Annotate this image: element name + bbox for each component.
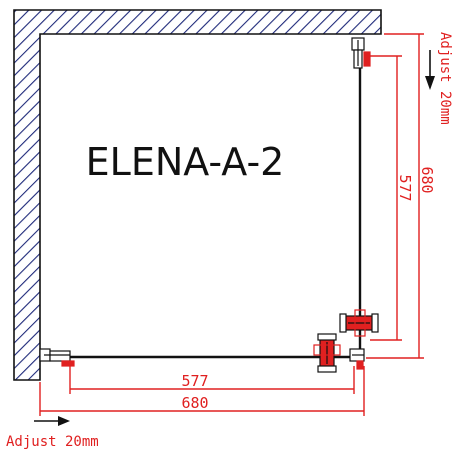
bottom-adjust-label: Adjust 20mm: [6, 434, 99, 450]
corner-connector-icon: [349, 348, 365, 370]
side-hinge-icon: [339, 309, 379, 337]
left-wall-bracket-icon: [39, 348, 75, 367]
adjust-arrows: [34, 50, 435, 426]
glass-frame: [44, 40, 362, 359]
bottom-outer-dimension: 680: [181, 394, 208, 412]
model-title: ELENA-A-2: [86, 140, 285, 184]
front-hinge-icon: [313, 333, 341, 373]
adjust-right-arrow-icon: [34, 416, 70, 426]
dimension-lines: [39, 33, 424, 416]
wall-hatch-area: [13, 9, 382, 381]
right-inner-dimension: 577: [396, 174, 414, 201]
hardware: [39, 37, 379, 373]
wall-corner: [13, 9, 382, 381]
top-wall-bracket-icon: [351, 37, 371, 69]
adjust-down-arrow-icon: [425, 50, 435, 90]
right-outer-dimension: 680: [418, 166, 436, 193]
bottom-inner-dimension: 577: [181, 372, 208, 390]
right-adjust-label: Adjust 20mm: [437, 32, 453, 125]
